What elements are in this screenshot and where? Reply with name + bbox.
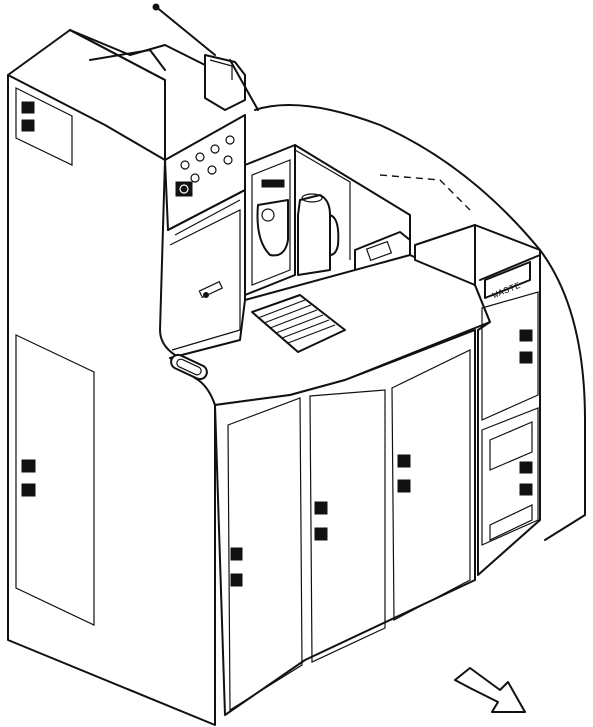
cart-2-latch-a[interactable] [314, 501, 328, 515]
waste-unit: WASTE [414, 224, 541, 576]
cart-1-latch-a[interactable] [230, 547, 243, 561]
panel-switch-5[interactable] [190, 173, 200, 183]
door-latch-2[interactable] [21, 483, 36, 497]
coffee-pot[interactable] [297, 193, 340, 276]
panel-switch-3[interactable] [210, 144, 220, 154]
left-stowage-unit [7, 29, 226, 726]
panel-switch-6[interactable] [207, 165, 217, 175]
control-panel [164, 114, 246, 351]
upper-latch-2[interactable] [21, 119, 35, 132]
waste-upper-door[interactable] [481, 291, 539, 421]
waste-upper-latch-a[interactable] [519, 329, 533, 342]
cart-door-1[interactable] [227, 397, 303, 712]
cart-1-latch-b[interactable] [230, 573, 243, 587]
handset-mount [152, 3, 259, 111]
panel-switch-2[interactable] [195, 152, 205, 162]
waste-placard [484, 261, 531, 299]
waste-lower-latch-b[interactable] [519, 483, 533, 496]
phantom-outline [379, 174, 471, 211]
door-latch-1[interactable] [21, 459, 36, 473]
drain-grate [251, 294, 346, 353]
cart-3-latch-b[interactable] [397, 479, 411, 493]
grab-handle[interactable] [169, 353, 209, 382]
left-access-door[interactable] [15, 334, 95, 626]
cart-bays [214, 329, 476, 716]
waste-lower-door[interactable] [481, 407, 539, 546]
panel-switch-4[interactable] [225, 135, 235, 145]
waste-lower-latch-a[interactable] [519, 461, 533, 474]
cart-door-2[interactable] [309, 389, 386, 663]
beverage-maker [244, 144, 296, 296]
panel-breaker[interactable] [175, 181, 193, 197]
upper-placard-panel [15, 87, 73, 166]
waste-upper-latch-b[interactable] [519, 351, 533, 364]
cart-3-latch-a[interactable] [397, 454, 411, 468]
cart-door-3[interactable] [391, 349, 471, 621]
arrow-down-right-icon [454, 667, 526, 713]
panel-switch-1[interactable] [180, 160, 190, 170]
brew-indicator [261, 179, 285, 188]
panel-switch-7[interactable] [223, 155, 233, 165]
upper-latch-1[interactable] [21, 101, 35, 114]
lower-panel-switch[interactable] [198, 280, 224, 299]
curved-rear-panel [254, 104, 586, 541]
cart-2-latch-b[interactable] [314, 527, 328, 541]
